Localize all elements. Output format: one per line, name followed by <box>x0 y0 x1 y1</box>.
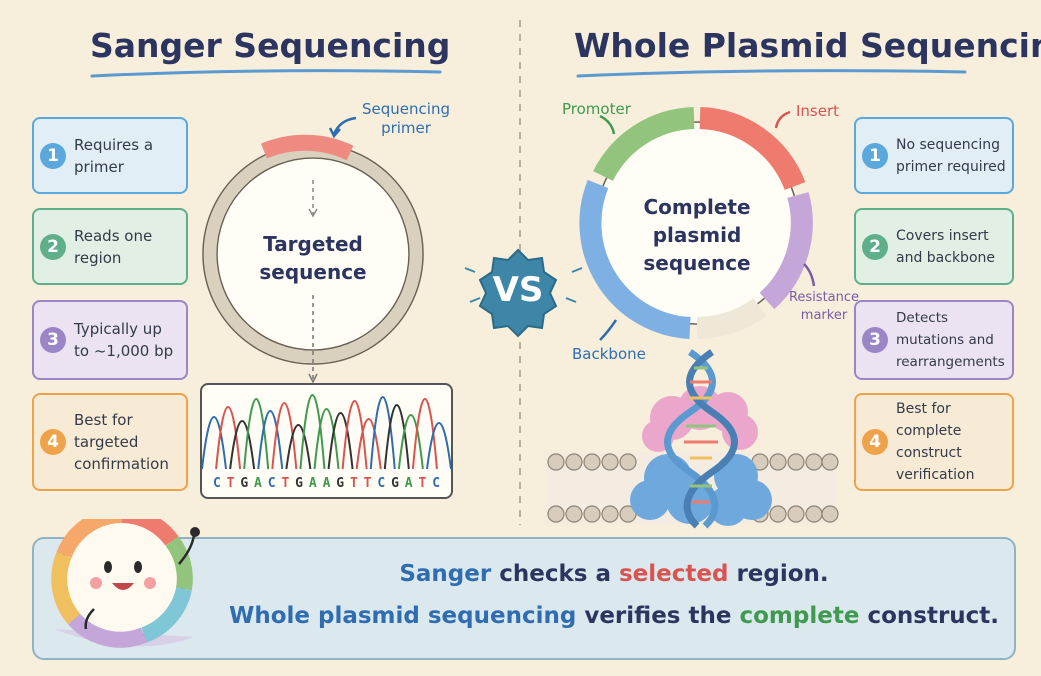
left-card-3-text: Typically up to ~1,000 bp <box>74 320 174 360</box>
banner-text-segment: construct. <box>859 603 1000 629</box>
chromatogram-peak <box>426 422 451 470</box>
chromatogram-peak <box>313 408 340 470</box>
insert-segment <box>699 107 806 191</box>
right-title: Whole Plasmid Sequencing <box>574 26 1041 65</box>
right-card-4: 4 Best for complete construct verificati… <box>854 393 1014 491</box>
chromatogram-peak <box>299 394 326 470</box>
chromatogram-peak <box>271 402 298 470</box>
sequencing-primer-label: Sequencing primer <box>362 100 450 137</box>
left-card-2-text: Reads one region <box>74 226 153 267</box>
banner-text-segment: Sanger <box>399 561 492 587</box>
right-card-4-number: 4 <box>862 429 888 455</box>
right-card-4-text: Best for complete construct verification <box>896 401 975 483</box>
promoter-label: Promoter <box>562 100 631 118</box>
base-call: T <box>226 476 235 491</box>
vs-label: VS <box>492 270 544 310</box>
chromatogram-peak <box>257 410 284 470</box>
banner-text-segment: selected <box>618 561 729 587</box>
chromatogram-peak <box>327 412 354 470</box>
left-card-1: 1 Requires a primer <box>32 117 188 194</box>
banner-text-segment: Whole plasmid sequencing <box>228 603 577 629</box>
chromatogram-peak <box>285 424 312 470</box>
neutral-segment <box>696 297 767 339</box>
left-card-4-number: 4 <box>40 429 66 455</box>
right-card-3-text: Detects mutations and rearrangements <box>896 310 1005 370</box>
chromatogram-peak <box>341 400 368 470</box>
left-title: Sanger Sequencing <box>90 26 451 65</box>
resistance-label: Resistance marker <box>788 290 860 323</box>
left-card-3-number: 3 <box>40 327 66 353</box>
base-call: C <box>212 476 221 491</box>
base-call: G <box>391 476 399 491</box>
banner-text-segment: verifies the <box>576 603 740 629</box>
base-call: A <box>322 476 331 491</box>
dna-helix <box>664 349 738 529</box>
primer-segment <box>260 134 354 161</box>
right-title-underline <box>576 69 967 78</box>
summary-banner: Sanger checks a selected region. Whole p… <box>32 519 1016 660</box>
left-card-4: 4 Best for targeted confirmation <box>32 393 188 491</box>
left-card-1-number: 1 <box>40 142 66 169</box>
sequencing-primer-arrow <box>332 116 357 135</box>
chromatogram-peak <box>202 416 227 470</box>
right-card-2-text: Covers insert and backbone <box>896 227 995 266</box>
right-card-1-number: 1 <box>862 142 888 169</box>
chromatogram-peak <box>229 420 256 470</box>
base-call: C <box>377 476 386 491</box>
resistance-arrow <box>803 263 816 287</box>
backbone-segment <box>579 179 691 339</box>
summary-line-1: Sanger checks a selected region. <box>224 561 1004 587</box>
complete-plasmid-label: Complete plasmid sequence <box>643 195 751 275</box>
insert-label: Insert <box>796 102 840 120</box>
resistance-segment <box>759 192 813 310</box>
base-call: A <box>254 476 262 491</box>
chromatogram-peak <box>243 398 270 470</box>
targeted-sequence-label: Targeted sequence <box>259 232 367 284</box>
base-call: C <box>267 476 276 491</box>
base-call: T <box>363 476 372 491</box>
base-call: G <box>336 476 345 491</box>
backbone-arrow <box>599 319 618 341</box>
chromatogram-peak <box>397 414 424 470</box>
left-card-4-text: Best for targeted confirmation <box>74 411 169 473</box>
right-card-1: 1 No sequencing primer required <box>854 117 1014 194</box>
left-card-2-number: 2 <box>40 233 66 260</box>
right-card-2: 2 Covers insert and backbone <box>854 208 1014 285</box>
promoter-arrow <box>599 114 616 135</box>
base-call: G <box>295 476 303 491</box>
left-card-1-text: Requires a primer <box>74 135 154 176</box>
base-call: A <box>308 476 317 491</box>
chromatogram-peak <box>411 398 438 470</box>
right-card-3: 3 Detects mutations and rearrangements <box>854 300 1014 380</box>
vs-badge <box>464 248 583 338</box>
banner-text-segment: checks a <box>491 561 619 587</box>
right-card-1-text: No sequencing primer required <box>896 136 1006 175</box>
left-title-underline <box>90 69 442 78</box>
promoter-segment <box>593 107 695 182</box>
chromatogram-peak <box>369 396 396 470</box>
banner-text-segment: region. <box>728 561 829 587</box>
base-call: C <box>432 476 441 491</box>
base-call: T <box>349 476 358 491</box>
right-card-3-number: 3 <box>862 327 888 353</box>
backbone-label: Backbone <box>572 345 646 363</box>
banner-text-segment: complete <box>739 603 860 629</box>
left-card-3: 3 Typically up to ~1,000 bp <box>32 300 188 380</box>
chromatogram-peak <box>355 418 382 470</box>
right-card-2-number: 2 <box>862 233 888 260</box>
left-card-2: 2 Reads one region <box>32 208 188 285</box>
base-call: A <box>404 476 413 491</box>
chromatogram-peak <box>215 406 242 470</box>
chromatogram-trace <box>202 394 451 470</box>
insert-arrow <box>774 110 791 129</box>
mascot-plasmid <box>51 519 200 648</box>
base-call: G <box>240 476 249 491</box>
chromatogram-peak <box>383 404 410 470</box>
base-call: T <box>281 476 290 491</box>
base-call: T <box>418 476 427 491</box>
summary-line-2: Whole plasmid sequencing verifies the co… <box>224 603 1004 629</box>
